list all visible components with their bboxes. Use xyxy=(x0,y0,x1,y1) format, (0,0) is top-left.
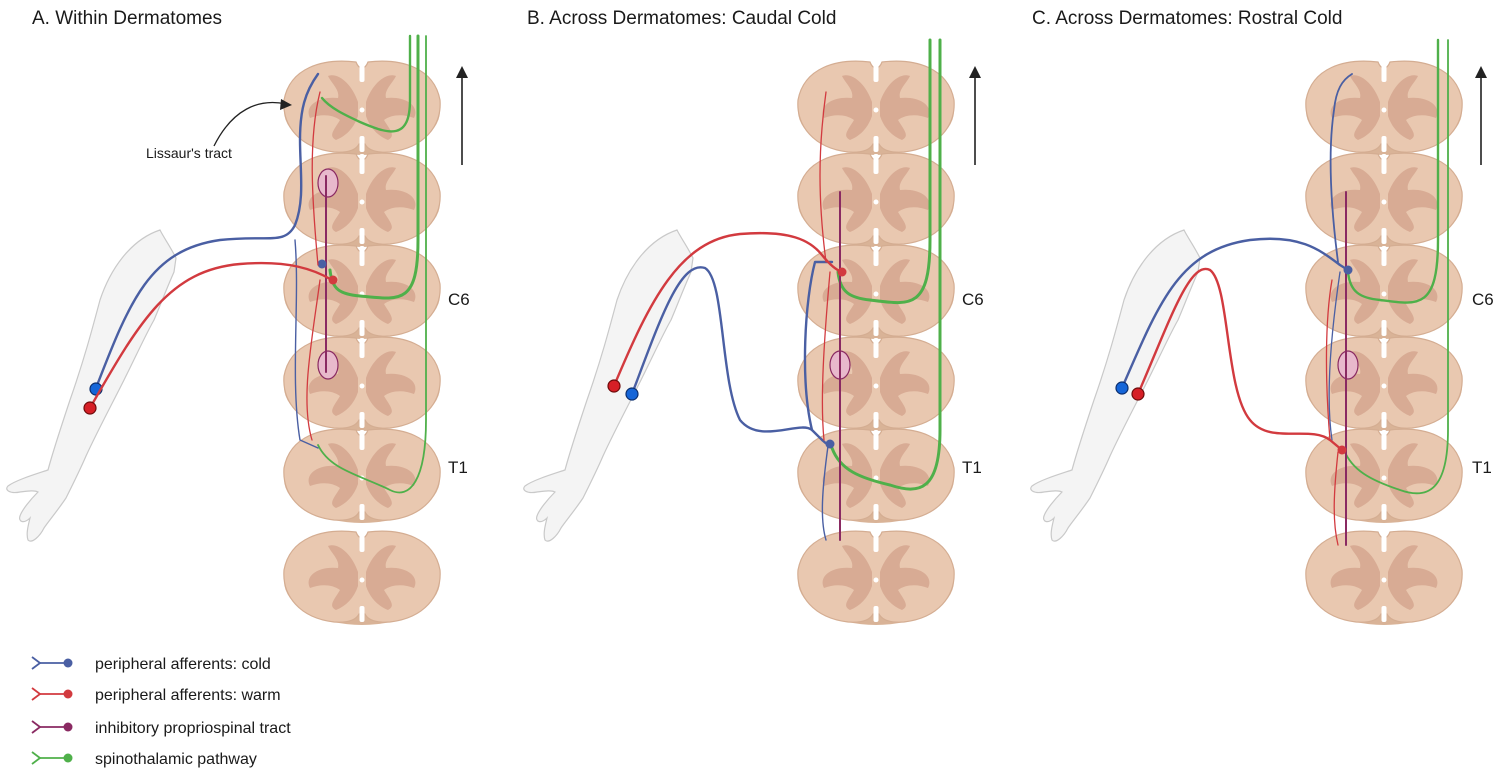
axon-warm-icon xyxy=(32,688,73,700)
panel-c: C. Across Dermatomes: Rostral Cold C6 T1 xyxy=(1031,8,1494,625)
legend-item-inhibitory: inhibitory propriospinal tract xyxy=(32,720,291,737)
arm-illustration-c xyxy=(1031,230,1200,541)
axon-spinothalamic-icon xyxy=(32,752,73,764)
panel-b: B. Across Dermatomes: Caudal Cold C6 T1 xyxy=(524,8,984,625)
segment-label-c6-a: C6 xyxy=(448,290,470,309)
legend-label-spinothalamic: spinothalamic pathway xyxy=(95,751,257,768)
legend-item-cold: peripheral afferents: cold xyxy=(32,656,271,673)
legend-item-spinothalamic: spinothalamic pathway xyxy=(32,751,257,768)
ascending-arrow-a xyxy=(456,66,468,165)
panel-a-title: A. Within Dermatomes xyxy=(32,8,222,29)
legend-label-cold: peripheral afferents: cold xyxy=(95,656,271,673)
panel-a: A. Within Dermatomes C6 T1 xyxy=(7,8,470,625)
legend-label-warm: peripheral afferents: warm xyxy=(95,687,281,704)
lissaur-annotation: Lissaur's tract xyxy=(146,99,292,161)
segment-label-c6-b: C6 xyxy=(962,290,984,309)
legend-item-warm: peripheral afferents: warm xyxy=(32,687,281,704)
legend-label-inhibitory: inhibitory propriospinal tract xyxy=(95,720,291,737)
axon-cold-icon xyxy=(32,657,73,669)
panel-c-title: C. Across Dermatomes: Rostral Cold xyxy=(1032,8,1342,29)
ascending-arrow-b xyxy=(969,66,981,165)
lissaur-tract-label: Lissaur's tract xyxy=(146,145,232,161)
segment-label-t1-c: T1 xyxy=(1472,458,1492,477)
segment-label-t1-a: T1 xyxy=(448,458,468,477)
segment-label-c6-c: C6 xyxy=(1472,290,1494,309)
ascending-arrow-c xyxy=(1475,66,1487,165)
legend: peripheral afferents: cold peripheral af… xyxy=(32,656,291,768)
segment-label-t1-b: T1 xyxy=(962,458,982,477)
panel-b-title: B. Across Dermatomes: Caudal Cold xyxy=(527,8,836,29)
axon-inhibitory-icon xyxy=(32,721,73,733)
